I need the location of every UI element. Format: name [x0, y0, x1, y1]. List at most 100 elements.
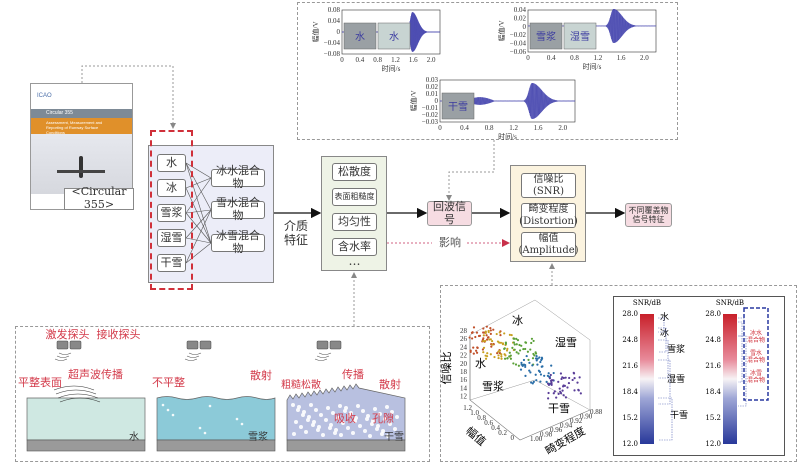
scatter-point-3 [520, 363, 523, 366]
y-tick-label: 0.8 [477, 414, 486, 422]
scatter-point-3 [538, 356, 541, 359]
scatter-point-2 [518, 343, 521, 347]
mixture-label-top: 冰水 [750, 329, 762, 337]
media-mixture-link [185, 237, 212, 244]
scatter-point-2 [527, 358, 530, 362]
bubble [366, 414, 370, 418]
scatter-point-1 [499, 341, 503, 344]
scatter-point-1 [497, 356, 500, 360]
mixture-label-top: 冰雪 [750, 369, 762, 377]
x-tick-label: 0.4 [355, 56, 364, 64]
scatter-point-0 [489, 327, 492, 330]
scatter-point-4 [548, 377, 552, 380]
uneven-label: 不平整 [152, 376, 185, 389]
sample-photo [377, 22, 411, 50]
sample-photo-label: 雪浆 [536, 30, 556, 43]
bubble [356, 404, 360, 408]
scatter-label-slush: 散射 [250, 369, 272, 382]
scatter-point-4 [573, 389, 576, 392]
scatter-point-1 [489, 353, 492, 356]
scatter-point-4 [579, 392, 582, 395]
bubble [376, 424, 380, 428]
bubble [203, 431, 207, 435]
scatter-point-2 [513, 337, 516, 340]
media-mixture-link [185, 177, 212, 189]
y-axis-label: 幅值/V [409, 91, 418, 112]
z-axis-label: 信噪比 [440, 352, 453, 385]
scatter-point-2 [503, 347, 506, 350]
param-snr-en: (SNR) [533, 185, 564, 197]
scatter-point-1 [485, 355, 489, 358]
scatter-point-1 [497, 350, 500, 353]
media-dry-snow: 干雪 [157, 254, 186, 272]
scatter-point-2 [522, 347, 525, 351]
y-axis-label: 幅值/V [311, 22, 320, 43]
receiver-probe-icon [329, 340, 342, 350]
bubble [297, 405, 301, 409]
scatter-point-0 [468, 336, 471, 339]
wave-arc [186, 355, 200, 358]
colorbar-tick: 28.0 [705, 310, 721, 318]
scatter-point-4 [568, 376, 571, 380]
flat-surface-label: 平整表面 [18, 376, 62, 389]
scatter-point-0 [469, 350, 472, 354]
scatter-point-1 [482, 346, 486, 349]
colorbar-tick: 24.8 [705, 336, 721, 344]
scatter-point-0 [475, 331, 479, 334]
wave-arc [54, 358, 68, 361]
snr-range-label: 雪浆 [667, 343, 685, 355]
scatter-point-3 [539, 360, 542, 364]
receiver-probe-icon [199, 340, 212, 350]
scatter-point-3 [540, 356, 544, 359]
bubble [302, 410, 306, 414]
z-tick-label: 20 [460, 360, 468, 368]
x-tick-label: 0 [526, 54, 530, 62]
scatter-point-2 [517, 352, 520, 355]
scatter-point-4 [547, 391, 550, 395]
y-axis-label: 幅值/V [497, 21, 506, 42]
waves-to-signal-link [446, 140, 495, 201]
bubble [235, 417, 239, 421]
scatter-point-2 [520, 344, 523, 347]
receiver-probe-icon [69, 340, 82, 350]
scatter-point-1 [491, 339, 494, 343]
scatter-point-0 [477, 334, 481, 338]
colorbar-title: SNR/dB [633, 299, 661, 307]
colorbar-tick: 18.4 [622, 388, 638, 396]
param-amplitude-en: (Amplitude) [518, 244, 579, 256]
y-tick-label: −0.01 [422, 104, 439, 112]
cover-series: Circular 355 [31, 109, 132, 118]
bubble [358, 424, 362, 428]
scatter-point-1 [501, 343, 505, 346]
x-axis-label: 时间/s [382, 64, 401, 73]
scatter-point-4 [559, 392, 563, 395]
rough-loose-label: 粗糙松散 [281, 380, 321, 391]
scatter-point-4 [557, 380, 560, 383]
bubble [395, 415, 399, 419]
bubble [351, 431, 355, 435]
emitter-probe-icon [186, 340, 199, 350]
scatter-point-4 [552, 392, 555, 395]
x-tick-label: 0.96 [550, 426, 563, 434]
bubble [314, 408, 318, 412]
scatter-point-4 [561, 376, 564, 379]
param-snr: 信噪比(SNR) [521, 173, 576, 198]
scatter-point-2 [512, 362, 515, 365]
scatter-point-4 [558, 387, 561, 390]
bubble [373, 407, 377, 411]
wave-arc [58, 352, 72, 355]
x-tick-label: 0.98 [540, 431, 553, 439]
panel-slush-label: 雪浆 [248, 432, 268, 443]
colorbar-tick: 21.6 [705, 362, 721, 370]
x-tick-label: 0.4 [547, 54, 556, 62]
media-mixture-link [185, 212, 212, 244]
waveform-panel [297, 2, 678, 140]
colorbar-tick: 21.6 [622, 362, 638, 370]
scatter-point-4 [559, 372, 563, 375]
wave-arc [56, 355, 70, 358]
colorbar-tick: 28.0 [622, 310, 638, 318]
param-distortion-zh: 畸变程度 [528, 204, 569, 215]
scatter-point-4 [566, 386, 569, 389]
bubble [294, 420, 298, 424]
